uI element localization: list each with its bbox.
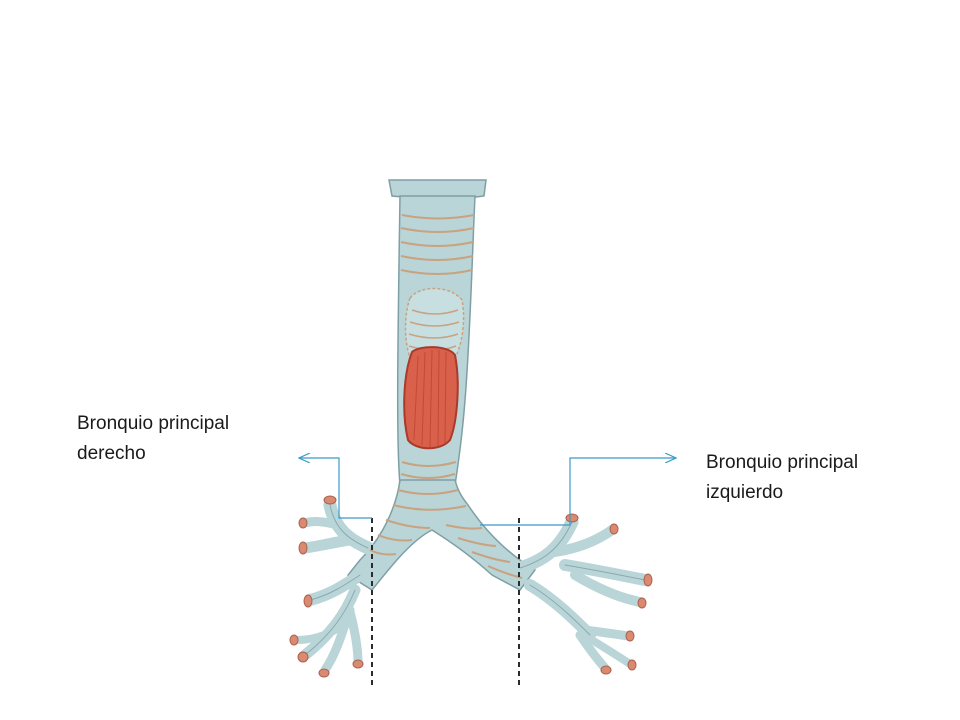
left-bronchial-branches	[513, 515, 651, 673]
right-bronchial-outline	[304, 504, 369, 656]
left-main-bronchus-label-line1: Bronquio principal	[706, 452, 859, 473]
right-bronchial-branches	[292, 498, 375, 675]
left-main-bronchus-label: Bronquio principal izquierdo	[706, 448, 858, 508]
bronchus-cut-ends	[289, 495, 653, 678]
right-main-bronchus-label-line1: Bronquio principal	[77, 413, 230, 434]
membranous-wall-window	[404, 287, 465, 359]
airway-tree	[289, 179, 653, 678]
right-main-bronchus-label: Bronquio principal derecho	[77, 409, 229, 469]
left-bronchial-outline	[519, 521, 646, 636]
cartilage-rings	[369, 214, 523, 579]
right-main-bronchus-label-line2: derecho	[77, 443, 146, 464]
left-bronchus-leader-line	[480, 458, 676, 526]
bronchial-bifurcation	[346, 479, 537, 591]
muscle-fibers	[413, 349, 447, 448]
right-bronchus-leader-line	[299, 458, 372, 519]
left-main-bronchus-label-line2: izquierdo	[706, 482, 784, 503]
